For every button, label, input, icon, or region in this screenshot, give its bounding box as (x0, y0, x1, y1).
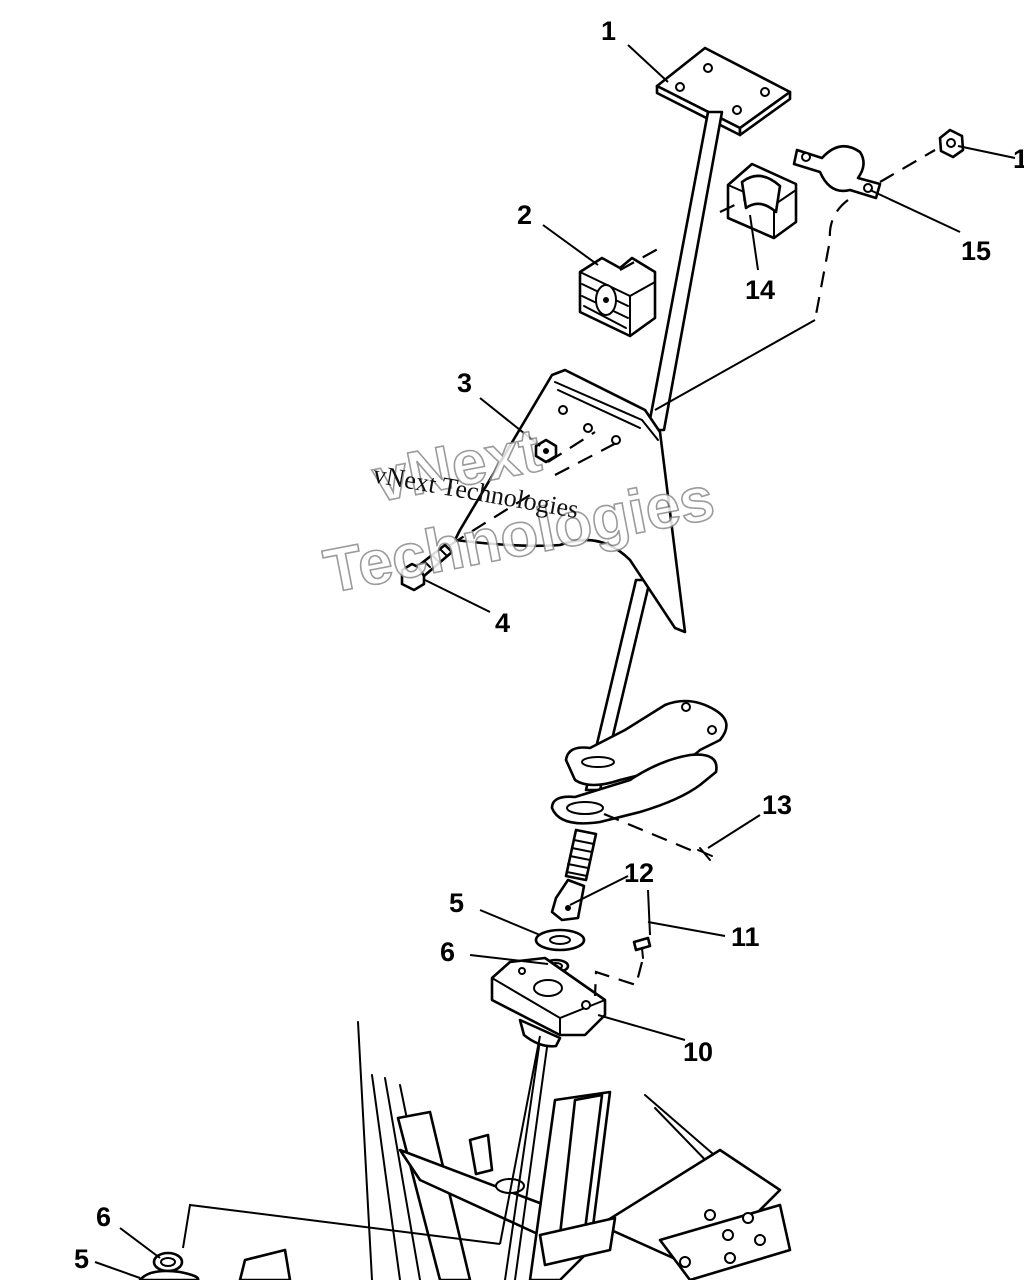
part-5-washer (534, 928, 586, 952)
callout-5-lower: 5 (74, 1244, 89, 1274)
callout-4: 4 (495, 608, 510, 638)
part-5-washer-lower (138, 1269, 200, 1280)
callout-2: 2 (517, 200, 532, 230)
callout-3: 3 (457, 368, 472, 398)
shaft-splined-end (550, 828, 598, 922)
assembly-lines (182, 149, 936, 1249)
part-1-top-plate (655, 46, 792, 137)
callout-14: 14 (745, 275, 775, 305)
lower-mount-plates (550, 699, 728, 825)
part-11-screw (632, 936, 652, 959)
callout-1: 1 (601, 16, 616, 46)
steering-shaft (584, 110, 724, 792)
part-2-bushing (578, 256, 657, 338)
callout-5: 5 (449, 888, 464, 918)
part-4-bolt (400, 543, 454, 592)
callout-16: 1 (1013, 144, 1024, 174)
part-15-clamp (792, 144, 882, 200)
part-16-nut (938, 128, 965, 159)
support-bracket (453, 368, 687, 634)
leader-lines (94, 44, 1016, 1279)
callout-6: 6 (440, 937, 455, 967)
vehicle-frame (238, 1021, 792, 1280)
callout-12: 12 (624, 858, 654, 888)
callout-13: 13 (762, 790, 792, 820)
callout-11: 11 (731, 922, 760, 952)
callout-10: 10 (683, 1037, 713, 1067)
callout-6-lower: 6 (96, 1202, 111, 1232)
part-10-bearing-block (490, 956, 607, 1048)
callout-labels: 1 2 3 4 5 6 10 11 12 13 14 15 1 6 5 (74, 16, 1024, 1274)
part-13-pin (697, 847, 713, 861)
part-14-split-bushing (726, 162, 798, 240)
callout-15: 15 (961, 236, 991, 266)
